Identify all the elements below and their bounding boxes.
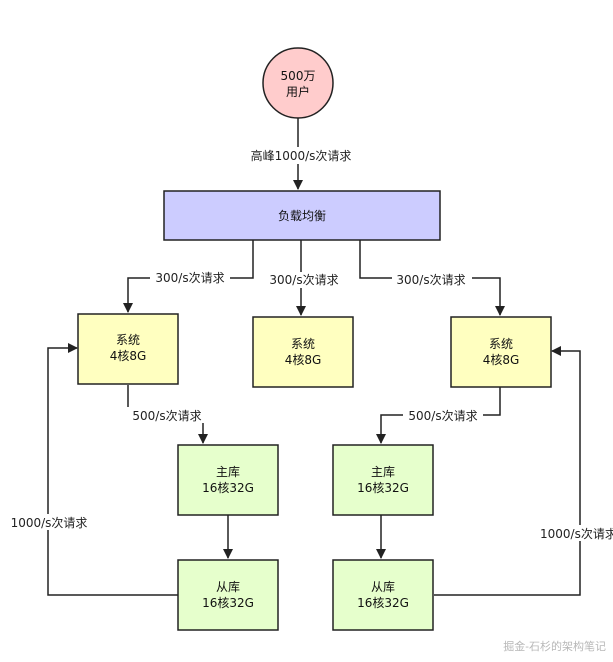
node-master-db-left: 主库 16核32G (177, 444, 279, 516)
node-system-right-line1: 系统 (489, 337, 513, 351)
node-system-right: 系统 4核8G (450, 316, 552, 388)
node-master-db-left-line2: 16核32G (202, 481, 254, 495)
node-system-right-line2: 4核8G (483, 353, 520, 367)
node-system-left: 系统 4核8G (77, 313, 179, 385)
node-users-line1: 500万 (281, 69, 316, 83)
node-slave-db-left-line1: 从库 (216, 579, 240, 594)
edge-label-lb-to-sys-r: 300/s次请求 (396, 273, 465, 287)
node-slave-db-left-line2: 16核32G (202, 596, 254, 610)
edge-label-users-to-lb: 高峰1000/s次请求 (251, 148, 352, 163)
node-master-db-right: 主库 16核32G (332, 444, 434, 516)
node-master-db-right-line1: 主库 (371, 464, 395, 479)
node-slave-db-right-line1: 从库 (371, 579, 395, 594)
edge-label-lb-to-sys-m: 300/s次请求 (269, 273, 338, 287)
edge-label-sys-l-to-master: 500/s次请求 (132, 409, 201, 423)
node-load-balancer: 负载均衡 (163, 190, 441, 241)
node-master-db-right-line2: 16核32G (357, 481, 409, 495)
node-system-middle-line2: 4核8G (285, 353, 322, 367)
edge-slave-l-to-sys-l (47, 343, 178, 596)
node-load-balancer-label: 负载均衡 (278, 209, 326, 223)
node-slave-db-left: 从库 16核32G (177, 559, 279, 631)
node-slave-db-right-line2: 16核32G (357, 596, 409, 610)
node-system-middle-line1: 系统 (291, 337, 315, 351)
edge-label-sys-r-to-master: 500/s次请求 (408, 409, 477, 423)
node-system-middle: 系统 4核8G (252, 316, 354, 388)
node-system-left-line2: 4核8G (110, 349, 147, 363)
edge-label-lb-to-sys-l: 300/s次请求 (155, 271, 224, 285)
node-system-left-line1: 系统 (116, 333, 140, 347)
node-master-db-left-line1: 主库 (216, 464, 240, 479)
node-users-line2: 用户 (286, 84, 310, 99)
edge-label-slave-l-to-sys-l: 1000/s次请求 (11, 516, 88, 530)
node-slave-db-right: 从库 16核32G (332, 559, 434, 631)
watermark: 掘金-石杉的架构笔记 (503, 639, 606, 653)
edge-slave-r-to-sys-r (434, 346, 581, 596)
node-users: 500万 用户 (262, 47, 334, 119)
edge-label-slave-r-to-sys-r: 1000/s次请求 (540, 527, 613, 541)
